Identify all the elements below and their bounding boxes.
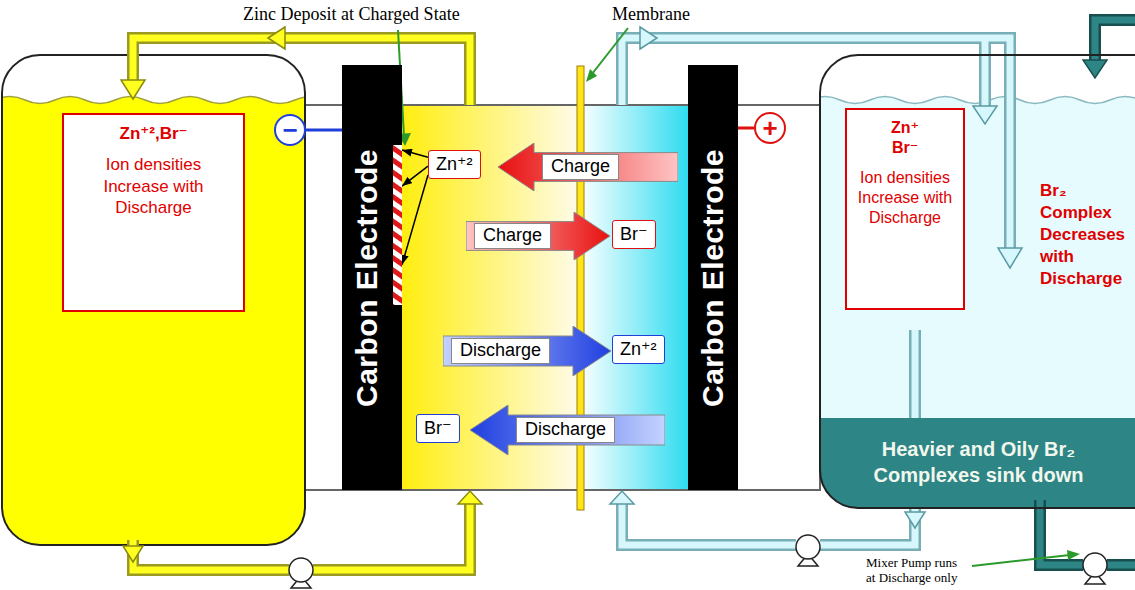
- connector: [306, 129, 342, 132]
- negative-terminal: −: [274, 114, 306, 146]
- node-text: Br⁻: [620, 224, 648, 244]
- bromine-complex-layer: [810, 20, 1135, 565]
- pump-note: Mixer Pump runs at Discharge only: [866, 556, 965, 586]
- connector: [402, 150, 428, 157]
- charge-arrow: Charge: [498, 143, 678, 191]
- node-text: Zn⁺²: [436, 154, 473, 174]
- node-text: Charge: [474, 223, 551, 249]
- connector: [402, 175, 428, 265]
- node-text: Zn⁺²: [620, 339, 657, 359]
- discharge-arrow: Discharge: [443, 326, 611, 376]
- ion-density-box: Zn⁺²,Br⁻ Ion densities Increase with Disc…: [62, 113, 245, 312]
- node-text: Zn⁺ Br⁻: [883, 118, 927, 158]
- node-text: Discharge: [516, 417, 615, 443]
- ion-box: Br⁻: [612, 220, 656, 249]
- node-text: +: [762, 115, 777, 141]
- zinc-deposit: [393, 145, 402, 305]
- left-tank: [0, 55, 355, 560]
- carbon-electrode: Carbon Electrode: [688, 65, 738, 490]
- pumps: [289, 535, 1107, 588]
- node-text: −: [282, 117, 297, 143]
- connector: [402, 166, 428, 186]
- node-text: Carbon Electrode: [351, 148, 385, 406]
- discharge-arrow: Discharge: [470, 405, 665, 455]
- node-text: Heavier and Oily Br₂ Complexes sink down: [846, 436, 1111, 488]
- callout-label: Membrane: [612, 4, 690, 26]
- connector: [738, 126, 754, 129]
- node-text: Br⁻: [424, 418, 452, 438]
- node-text: Zn⁺²,Br⁻: [120, 123, 188, 144]
- charge-arrow: Charge: [466, 212, 610, 260]
- callout-label: Zinc Deposit at Charged State: [243, 4, 460, 26]
- ion-box: Zn⁺²: [428, 150, 481, 179]
- node-text: Ion densities Increase with Discharge: [98, 154, 210, 218]
- annotation-text: Br₂ Complex Decreases with Discharge: [1040, 180, 1130, 290]
- positive-terminal: +: [754, 112, 786, 144]
- ion-box: Zn⁺²: [612, 335, 665, 364]
- node-text: Ion densities Increase with Discharge: [853, 168, 957, 228]
- bromine-complex-band: Heavier and Oily Br₂ Complexes sink down: [822, 418, 1135, 505]
- ion-box: Br⁻: [416, 414, 460, 443]
- ion-density-box: Zn⁺ Br⁻ Ion densities Increase with Disch…: [845, 108, 965, 310]
- node-text: Charge: [542, 154, 619, 180]
- node-text: Discharge: [451, 338, 550, 364]
- carbon-electrode: Carbon Electrode: [342, 65, 402, 490]
- node-text: Carbon Electrode: [696, 148, 730, 406]
